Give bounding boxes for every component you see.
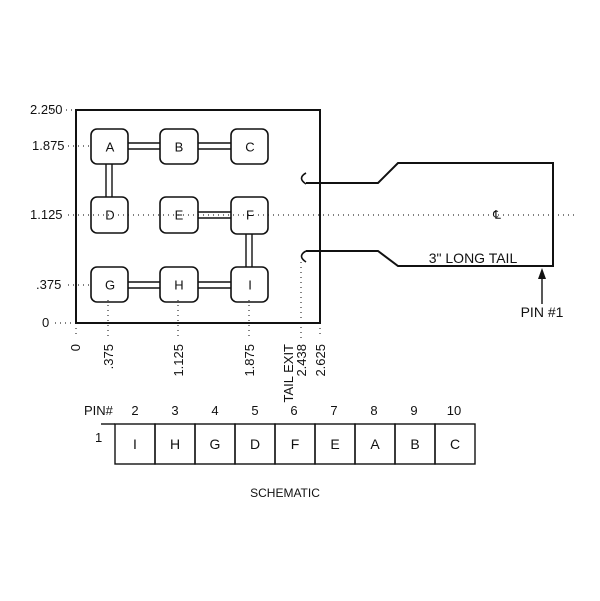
key-e: E	[175, 208, 184, 223]
pin-numbers: 2 3 4 5 6 7 8 9 10	[131, 403, 461, 418]
dimension-leaders	[46, 109, 575, 338]
pin-number: 8	[370, 403, 377, 418]
schematic-cell: I	[133, 436, 137, 452]
schematic-cells	[114, 423, 476, 465]
x-label-tail-exit: TAIL EXIT	[281, 344, 296, 403]
key-c: C	[245, 140, 254, 155]
key-a: A	[106, 140, 115, 155]
pin-number: 5	[251, 403, 258, 418]
key-i: I	[248, 278, 252, 293]
schematic-cell: D	[250, 436, 260, 452]
key-traces	[105, 142, 253, 289]
pin-number: 2	[131, 403, 138, 418]
schematic-cell: C	[450, 436, 460, 452]
key-pads	[90, 128, 269, 303]
tail-exit-hook-top	[300, 172, 307, 185]
x-label-0375: .375	[101, 344, 116, 369]
key-f: F	[246, 208, 254, 223]
pin1-label: PIN #1	[521, 304, 564, 320]
pin1-arrowhead	[538, 268, 546, 279]
x-label-0: 0	[68, 344, 83, 351]
x-label-1125: 1.125	[171, 344, 186, 377]
common-pin-number: 1	[95, 430, 102, 445]
tail-exit-hook-bottom	[300, 250, 307, 263]
schematic-title: SCHEMATIC	[250, 486, 320, 500]
schematic-cell: G	[210, 436, 221, 452]
centerline-symbol: ℄	[492, 208, 501, 222]
x-label-2438: 2.438	[294, 344, 309, 377]
pin-number: 3	[171, 403, 178, 418]
key-g: G	[105, 278, 115, 293]
schematic-cell: A	[370, 436, 380, 452]
schematic-cell: F	[291, 436, 300, 452]
schematic-cell: E	[330, 436, 339, 452]
pin-number: 7	[330, 403, 337, 418]
keypad-outline	[75, 109, 321, 324]
y-label-1125: 1.125	[30, 207, 63, 222]
pin-number: 6	[290, 403, 297, 418]
tail-length-label: 3" LONG TAIL	[429, 250, 518, 266]
x-label-2625: 2.625	[313, 344, 328, 377]
key-h: H	[174, 278, 183, 293]
key-d: D	[105, 208, 114, 223]
key-b: B	[175, 140, 184, 155]
y-label-0375: .375	[36, 277, 61, 292]
schematic-cell: B	[410, 436, 419, 452]
schematic-cell: H	[170, 436, 180, 452]
y-label-0: 0	[42, 315, 49, 330]
pin-header: PIN#	[84, 403, 114, 418]
pin-number: 4	[211, 403, 218, 418]
flex-tail	[306, 162, 554, 267]
pin-number: 9	[410, 403, 417, 418]
pin-number: 10	[447, 403, 461, 418]
x-label-1875: 1.875	[242, 344, 257, 377]
y-label-1875: 1.875	[32, 138, 65, 153]
